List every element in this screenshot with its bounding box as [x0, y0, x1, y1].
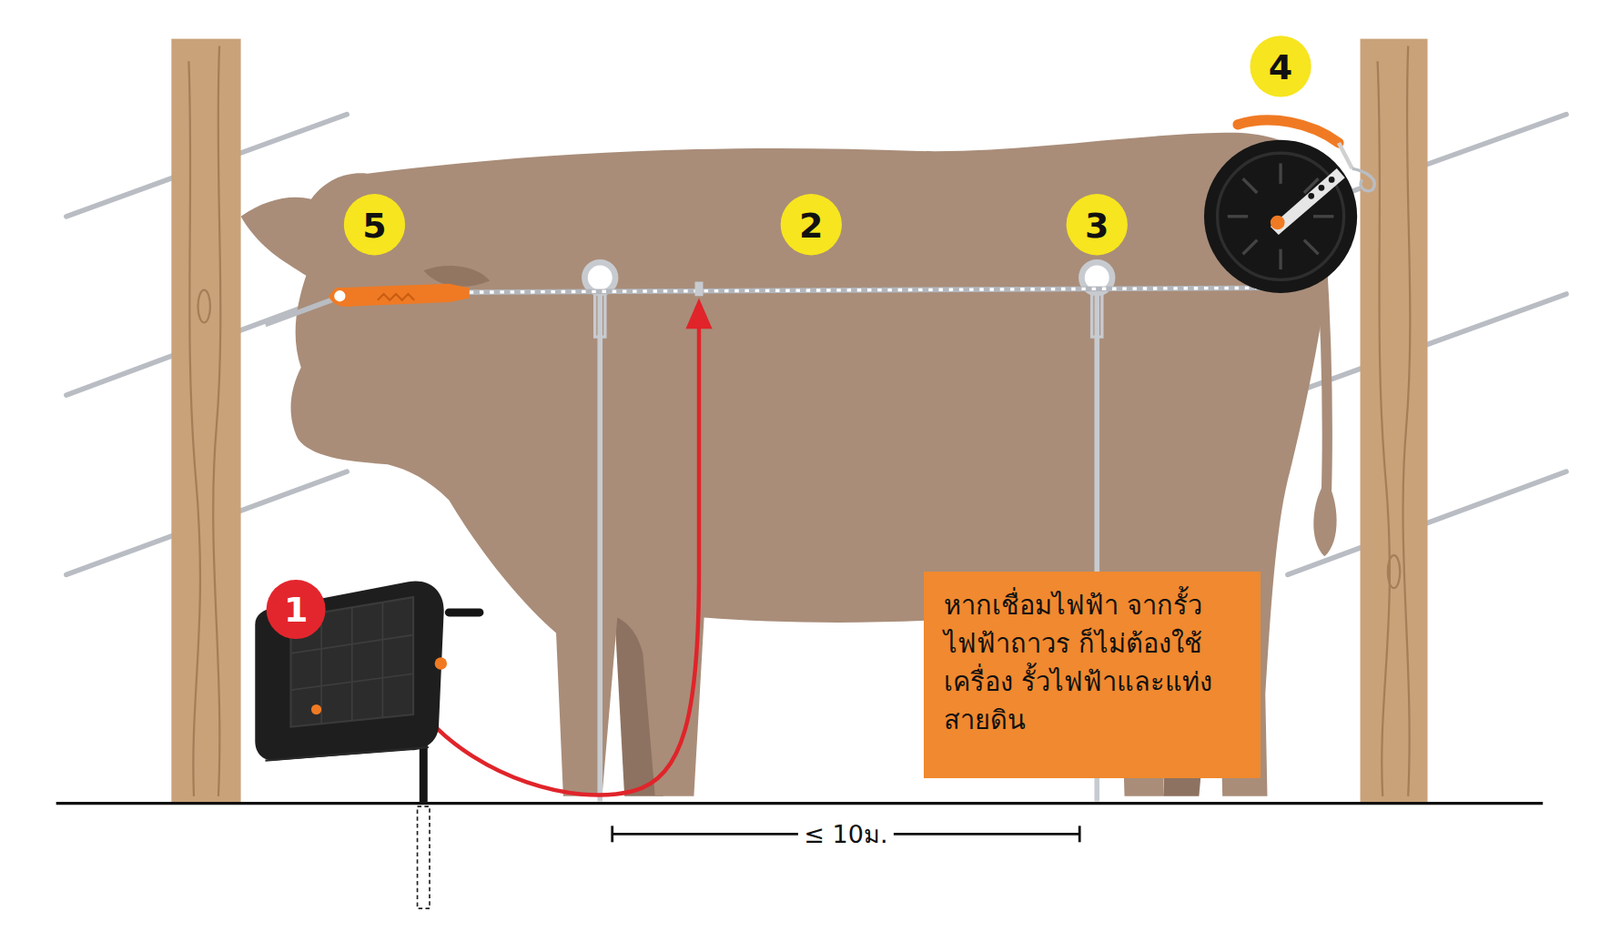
wire-reel: [1204, 120, 1375, 294]
callout-number: 1: [283, 589, 308, 630]
cow-tail: [1313, 254, 1337, 557]
ground-line: [56, 801, 1544, 805]
cow-silhouette: [241, 132, 1334, 797]
callout-number: 3: [1084, 205, 1109, 246]
wooden-posts: [171, 39, 1428, 805]
cow-ear: [423, 265, 490, 287]
wire-clamp: [695, 282, 704, 297]
gate-handle: [265, 283, 470, 325]
callout-number: 4: [1268, 47, 1293, 88]
dimension-label: ≤ 10ม.: [798, 814, 893, 854]
callout-number: 2: [799, 205, 823, 246]
polywire: [336, 287, 1271, 294]
callout-circles: [266, 35, 1312, 639]
note-text: หากเชื่อมไฟฟ้า จากรั้วไฟฟ้าถาวร ก็ไม่ต้อ…: [943, 586, 1241, 740]
note-box: หากเชื่อมไฟฟ้า จากรั้วไฟฟ้าถาวร ก็ไม่ต้อ…: [923, 571, 1261, 779]
lead-wire: [428, 298, 713, 796]
callout-number: 5: [362, 205, 386, 246]
